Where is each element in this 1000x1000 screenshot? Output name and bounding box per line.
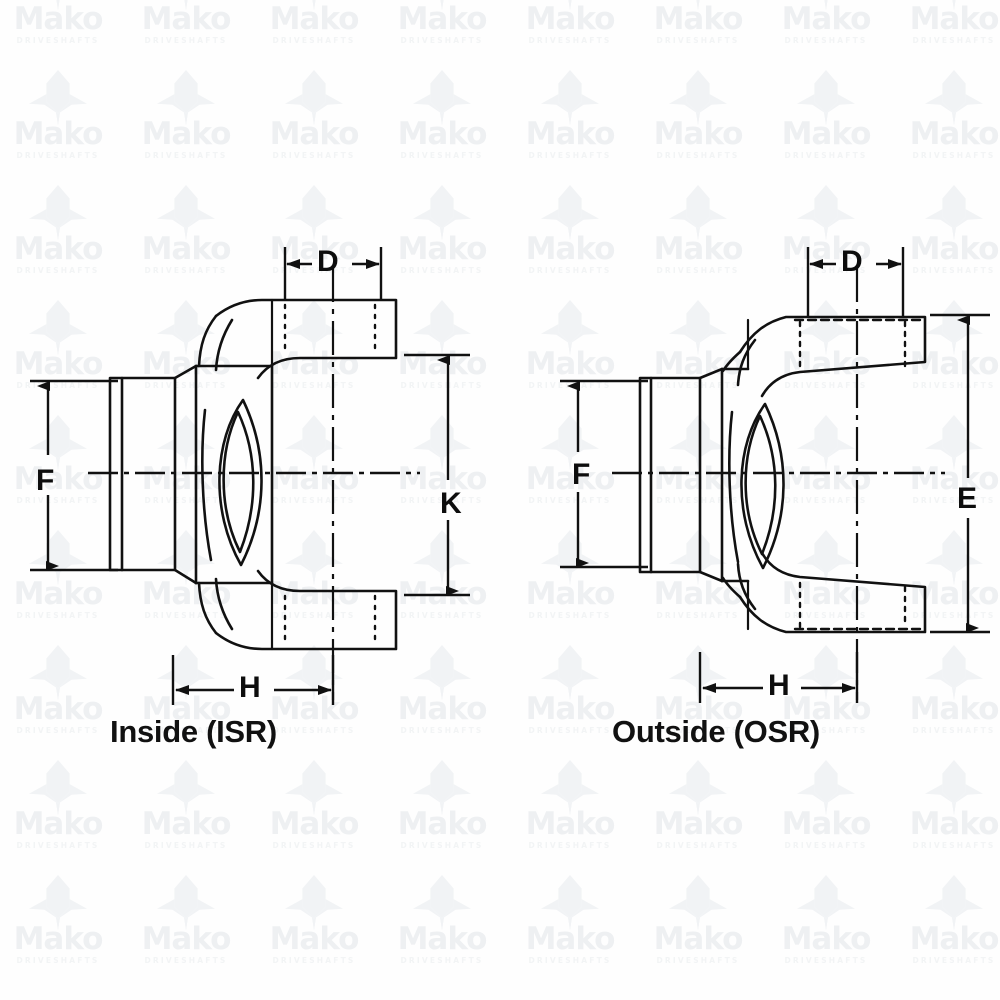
osr-upper-ear-inner-fillet [736,338,757,387]
dimension-label-d-osr: D [841,245,863,278]
osr-cross-hole-lens-outer [740,402,785,570]
cross-hole-back-arc [201,408,213,562]
body-barrel [194,364,274,585]
caption-inside-isr: Inside (ISR) [110,714,277,749]
dimension-label-h-osr: H [768,669,790,702]
osr-hub-shoulder-top [698,367,724,380]
upper-ear-inner-fillet [214,318,234,372]
osr-lower-ear-bore-marks [798,581,907,629]
cross-hole-lens-outer [218,398,263,567]
isr-dim-K [404,353,470,597]
osr-hub-outer-face [638,376,702,574]
dimension-label-d-isr: D [317,245,339,278]
lower-ear-left-fillet [197,581,218,635]
dimension-label-f-isr: F [36,464,55,497]
dimension-label-e-osr: E [957,482,978,515]
osr-cross-hole-lens-inner [744,414,777,556]
dimension-label-f-osr: F [572,458,591,491]
osr-upper-ear-left-fillet [721,350,742,373]
hub-shoulder-bottom [173,568,198,585]
upper-ear-bore-marks [283,303,377,355]
upper-ear-left-fillet [197,314,218,368]
osr-dim-D [806,247,905,318]
osr-cross-hole-back-arc [728,410,740,564]
lower-ear-outline [214,569,398,651]
hub-shoulder-top [173,364,198,380]
isr-yoke-drawing [108,298,398,651]
dimension-label-k-isr: K [440,487,462,520]
cross-hole-lens-inner [222,410,255,554]
isr-dim-D [283,247,383,300]
osr-upper-ear-outline [738,315,927,398]
osr-yoke-drawing [638,315,927,634]
lower-ear-bore-marks [283,594,377,646]
osr-lower-ear-inner-fillet [736,562,757,611]
dimension-label-h-isr: H [239,671,261,704]
osr-upper-ear-bore-marks [798,320,907,372]
osr-lower-ear-outline [738,551,927,634]
osr-hub-shoulder-bottom [698,570,724,583]
lower-ear-inner-fillet [214,577,234,631]
upper-ear-outline [214,298,398,380]
osr-dim-E [930,313,990,634]
caption-outside-osr: Outside (OSR) [612,714,820,749]
